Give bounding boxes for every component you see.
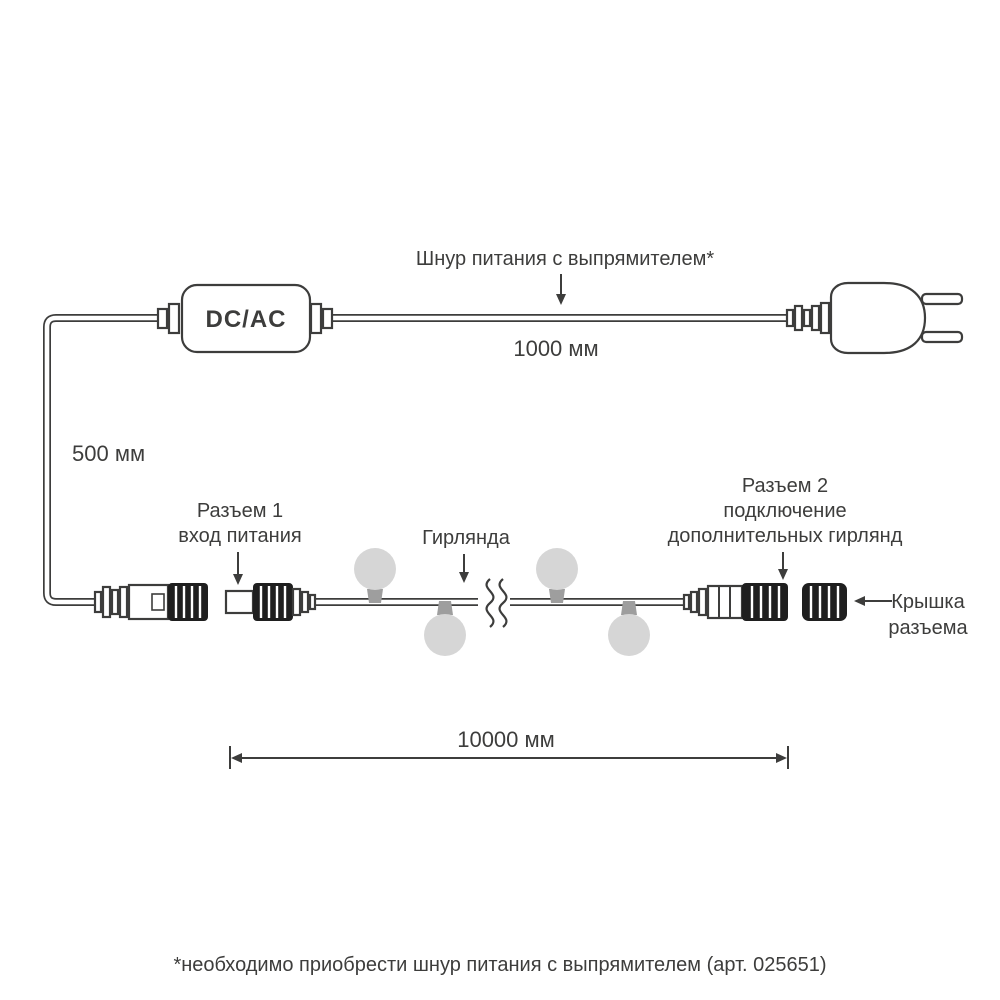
power-plug xyxy=(785,281,964,355)
bulb xyxy=(354,548,396,603)
connector-cap xyxy=(802,583,847,621)
cap-label-line2: разъема xyxy=(888,617,968,639)
cable-break-icon xyxy=(485,578,508,628)
connector-2 xyxy=(682,583,788,621)
converter-label: DC/AC xyxy=(206,306,287,333)
plug-tip xyxy=(224,589,255,615)
connector-2-collar xyxy=(706,584,744,620)
down-arrow-icon xyxy=(556,274,566,305)
input-cable xyxy=(43,314,160,606)
connector-1-label-line1: Разъем 1 xyxy=(197,500,283,522)
left-arrow-icon xyxy=(854,596,892,606)
plug-pin xyxy=(920,330,964,344)
bulb-socket xyxy=(549,589,565,603)
plug-ribbed-grip xyxy=(253,583,293,621)
plug-strain-relief xyxy=(785,308,795,328)
bulb xyxy=(608,601,650,656)
bulb xyxy=(536,548,578,603)
down-arrow-icon xyxy=(233,552,243,585)
converter-body xyxy=(180,283,312,354)
bulb-socket xyxy=(437,601,453,615)
connector-1-label-line2: вход питания xyxy=(178,525,301,547)
input-cable-length: 500 мм xyxy=(72,441,145,466)
dc-ac-converter: DC/AC xyxy=(156,283,334,354)
socket-ribbed-grip xyxy=(168,583,208,621)
bulb-globe xyxy=(608,614,650,656)
bulb-socket xyxy=(621,601,637,615)
bulb-socket xyxy=(367,589,383,603)
plug-pin xyxy=(920,292,964,306)
connector-2-label-line3: дополнительных гирлянд xyxy=(668,525,903,547)
down-arrow-icon xyxy=(459,554,469,583)
cap-body xyxy=(802,583,847,621)
garland-label: Гирлянда xyxy=(422,527,511,549)
bulb-globe xyxy=(354,548,396,590)
garland-dimension: 10000 мм xyxy=(229,727,789,769)
footnote: *необходимо приобрести шнур питания с вы… xyxy=(173,954,826,976)
plug-body xyxy=(829,281,927,355)
connector-1-socket xyxy=(93,583,208,621)
cap-label-line1: Крышка xyxy=(891,591,965,613)
connector-1-plug xyxy=(224,583,317,621)
bulb xyxy=(424,601,466,656)
socket-keyway xyxy=(151,593,165,611)
converter-left-fitting xyxy=(156,307,169,330)
bulb-globe xyxy=(536,548,578,590)
power-cord-label: Шнур питания с выпрямителем* xyxy=(416,248,714,270)
connector-2-label-line1: Разъем 2 xyxy=(742,475,828,497)
power-cord-length: 1000 мм xyxy=(513,336,598,361)
converter-right-fitting xyxy=(309,302,323,335)
connector-2-label-line2: подключение xyxy=(723,500,846,522)
connector-2-ribbed-grip xyxy=(742,583,788,621)
down-arrow-icon xyxy=(778,552,788,580)
garland-length: 10000 мм xyxy=(457,727,555,752)
bulb-globe xyxy=(424,614,466,656)
